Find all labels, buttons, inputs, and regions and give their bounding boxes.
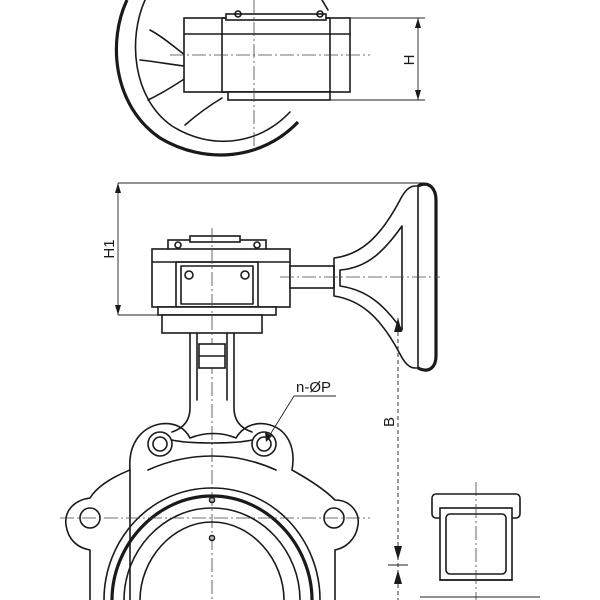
- gearbox-base: [157, 306, 277, 316]
- h-arrow-bottom: [415, 90, 421, 100]
- side-view: [420, 482, 540, 600]
- gearbox-bolt-right: [253, 241, 261, 249]
- top-bolt-left: [234, 10, 242, 18]
- gearbox-body: [151, 248, 291, 308]
- lug-hole-top-right: [251, 431, 277, 457]
- hole-leader-arrow: [265, 432, 272, 442]
- stem-pin-top: [208, 496, 216, 504]
- plate-screw-tr: [240, 270, 250, 280]
- top-view: H: [114, 0, 425, 157]
- body-inner-shoulder: [147, 455, 277, 471]
- top-bolt-right: [316, 10, 324, 18]
- h1-arrow-bottom: [115, 305, 121, 315]
- gearbox-bolt-left: [174, 241, 182, 249]
- h-label: H: [401, 55, 418, 66]
- hole-leader-diag: [267, 395, 295, 439]
- b-arrow-bottom: [394, 546, 402, 560]
- body-outline-left: [65, 469, 131, 600]
- h1-label: H1: [101, 239, 118, 258]
- plate-screw-tl: [184, 270, 194, 280]
- b-arrow-bottom-2: [394, 570, 402, 584]
- top-handwheel-rim-inner: [134, 0, 291, 143]
- disc-edge: [123, 507, 301, 600]
- top-spoke-4: [184, 97, 223, 126]
- lug-hole-top-left-inner: [152, 436, 168, 452]
- top-gearbox-bottom: [227, 91, 331, 101]
- handwheel-spoke-face: [339, 225, 403, 331]
- valve-body: n-ØP: [60, 379, 370, 600]
- body-outline-right: [129, 422, 360, 600]
- lug-hole-top-left: [147, 431, 173, 457]
- top-spoke-1: [149, 29, 186, 56]
- seat-ring: [110, 494, 314, 600]
- stem-pin-mid: [208, 534, 216, 542]
- top-spoke-3: [147, 77, 187, 101]
- front-actuator: H1: [101, 182, 440, 600]
- h-arrow-top: [415, 18, 421, 28]
- neck-right: [233, 332, 253, 433]
- b-arrow-top: [394, 318, 402, 332]
- handwheel-rim: [417, 182, 438, 372]
- body-shoulder: [171, 439, 253, 444]
- gearbox-top-boss: [189, 235, 241, 243]
- top-handwheel-rim-right: [321, 0, 329, 11]
- b-label: B: [381, 417, 398, 427]
- top-spoke-2: [139, 59, 186, 67]
- top-gearbox-cap: [225, 13, 327, 21]
- lug-hole-top-right-inner: [256, 436, 272, 452]
- neck-left: [171, 332, 191, 433]
- valve-neck: [171, 332, 253, 433]
- gearbox-plate: [180, 265, 254, 305]
- h1-arrow-top: [115, 183, 121, 193]
- top-handwheel-rim-outer: [114, 0, 300, 157]
- hole-label: n-ØP: [296, 379, 331, 396]
- body-ring-outer: [103, 487, 321, 600]
- b-dimension: B: [381, 318, 408, 600]
- disc-inner: [139, 521, 285, 600]
